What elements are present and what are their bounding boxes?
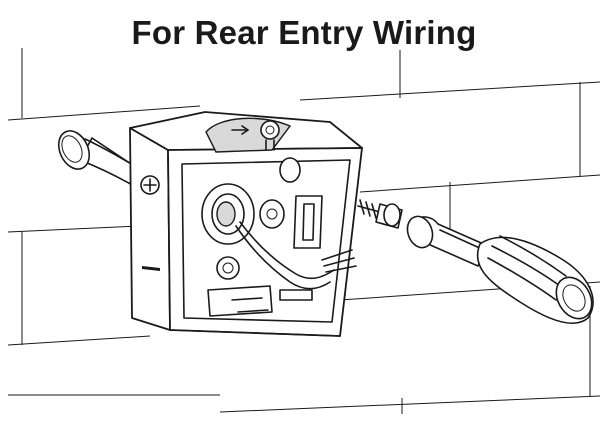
electrical-box bbox=[129, 111, 363, 337]
incoming-cable bbox=[57, 130, 141, 187]
brick-wall bbox=[7, 48, 601, 414]
box-wires bbox=[235, 221, 357, 301]
screwdriver bbox=[406, 215, 594, 324]
mounting-screw bbox=[357, 199, 403, 229]
diagram-title: For Rear Entry Wiring bbox=[131, 14, 477, 51]
